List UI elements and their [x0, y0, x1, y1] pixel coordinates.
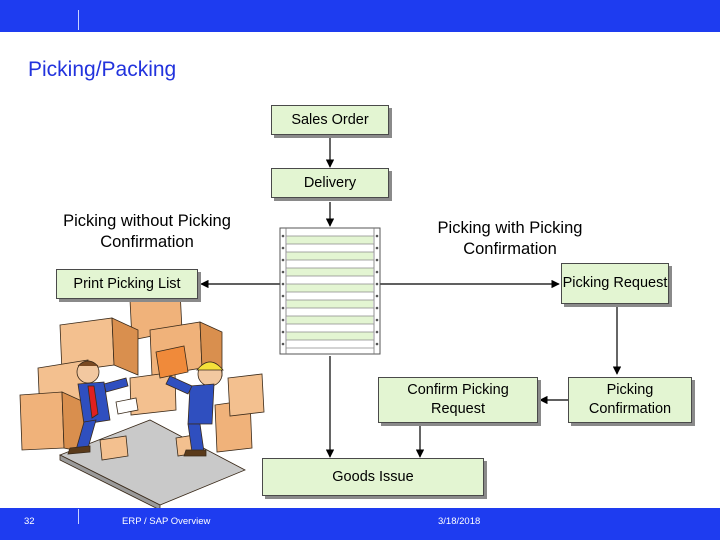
- confirm-picking-request-box: Confirm Picking Request: [378, 377, 538, 423]
- footer-divider: [78, 509, 79, 524]
- picking-with-confirmation-label: Picking with Picking Confirmation: [437, 219, 583, 259]
- top-band: [0, 0, 720, 32]
- top-band-divider: [78, 10, 79, 30]
- picking-without-confirmation-label: Picking without Picking Confirmation: [63, 212, 231, 252]
- delivery-document-icon: [279, 227, 381, 355]
- footer-date: 3/18/2018: [438, 516, 481, 527]
- picking-request-box: Picking Request: [561, 263, 669, 304]
- print-picking-list-box: Print Picking List: [56, 269, 198, 299]
- warehouse-workers-illustration: [19, 289, 265, 511]
- footer-band: [0, 508, 720, 540]
- goods-issue-box: Goods Issue: [262, 458, 484, 496]
- sales-order-box: Sales Order: [271, 105, 389, 135]
- slide-title: Picking/Packing: [28, 58, 177, 81]
- slide-number: 32: [24, 516, 35, 527]
- delivery-box: Delivery: [271, 168, 389, 198]
- footer-title: ERP / SAP Overview: [122, 516, 211, 527]
- picking-confirmation-box: Picking Confirmation: [568, 377, 692, 423]
